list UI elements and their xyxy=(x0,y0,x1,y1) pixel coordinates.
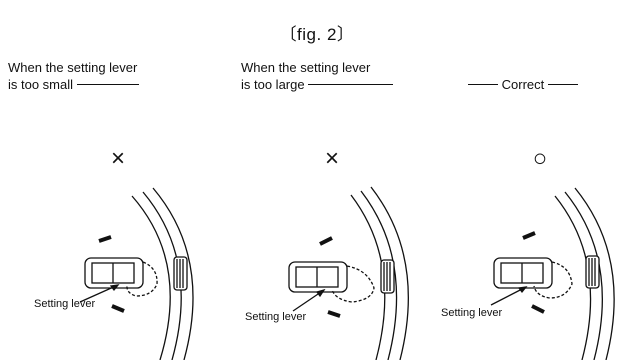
caption-correct: Correct xyxy=(468,76,578,93)
caption-line-2: is too small xyxy=(8,77,74,92)
caption-rule-right xyxy=(547,84,578,86)
caption-correct-label: Correct xyxy=(501,77,545,92)
watch-diagram-too-small xyxy=(79,187,194,360)
caption-line-1: When the setting lever xyxy=(241,60,371,75)
caption-too-small: When the setting lever is too small xyxy=(8,59,139,93)
caption-rule xyxy=(76,84,139,86)
setting-lever-label: Setting lever xyxy=(441,307,503,319)
caption-rule xyxy=(308,84,394,86)
caption-line-1: When the setting lever xyxy=(8,60,138,75)
setting-lever-label: Setting lever xyxy=(34,298,96,310)
setting-lever-label: Setting lever xyxy=(245,311,307,323)
watch-diagram-too-large xyxy=(288,186,409,360)
correct-mark: ○ xyxy=(532,145,548,172)
caption-too-large: When the setting lever is too large xyxy=(241,59,394,93)
caption-line-2: is too large xyxy=(241,77,305,92)
incorrect-mark: × xyxy=(324,145,339,172)
incorrect-mark: × xyxy=(110,145,125,172)
figure-title: 〔fig. 2〕 xyxy=(279,25,355,44)
caption-rule-left xyxy=(468,84,498,86)
watch-diagram-correct xyxy=(490,187,615,360)
